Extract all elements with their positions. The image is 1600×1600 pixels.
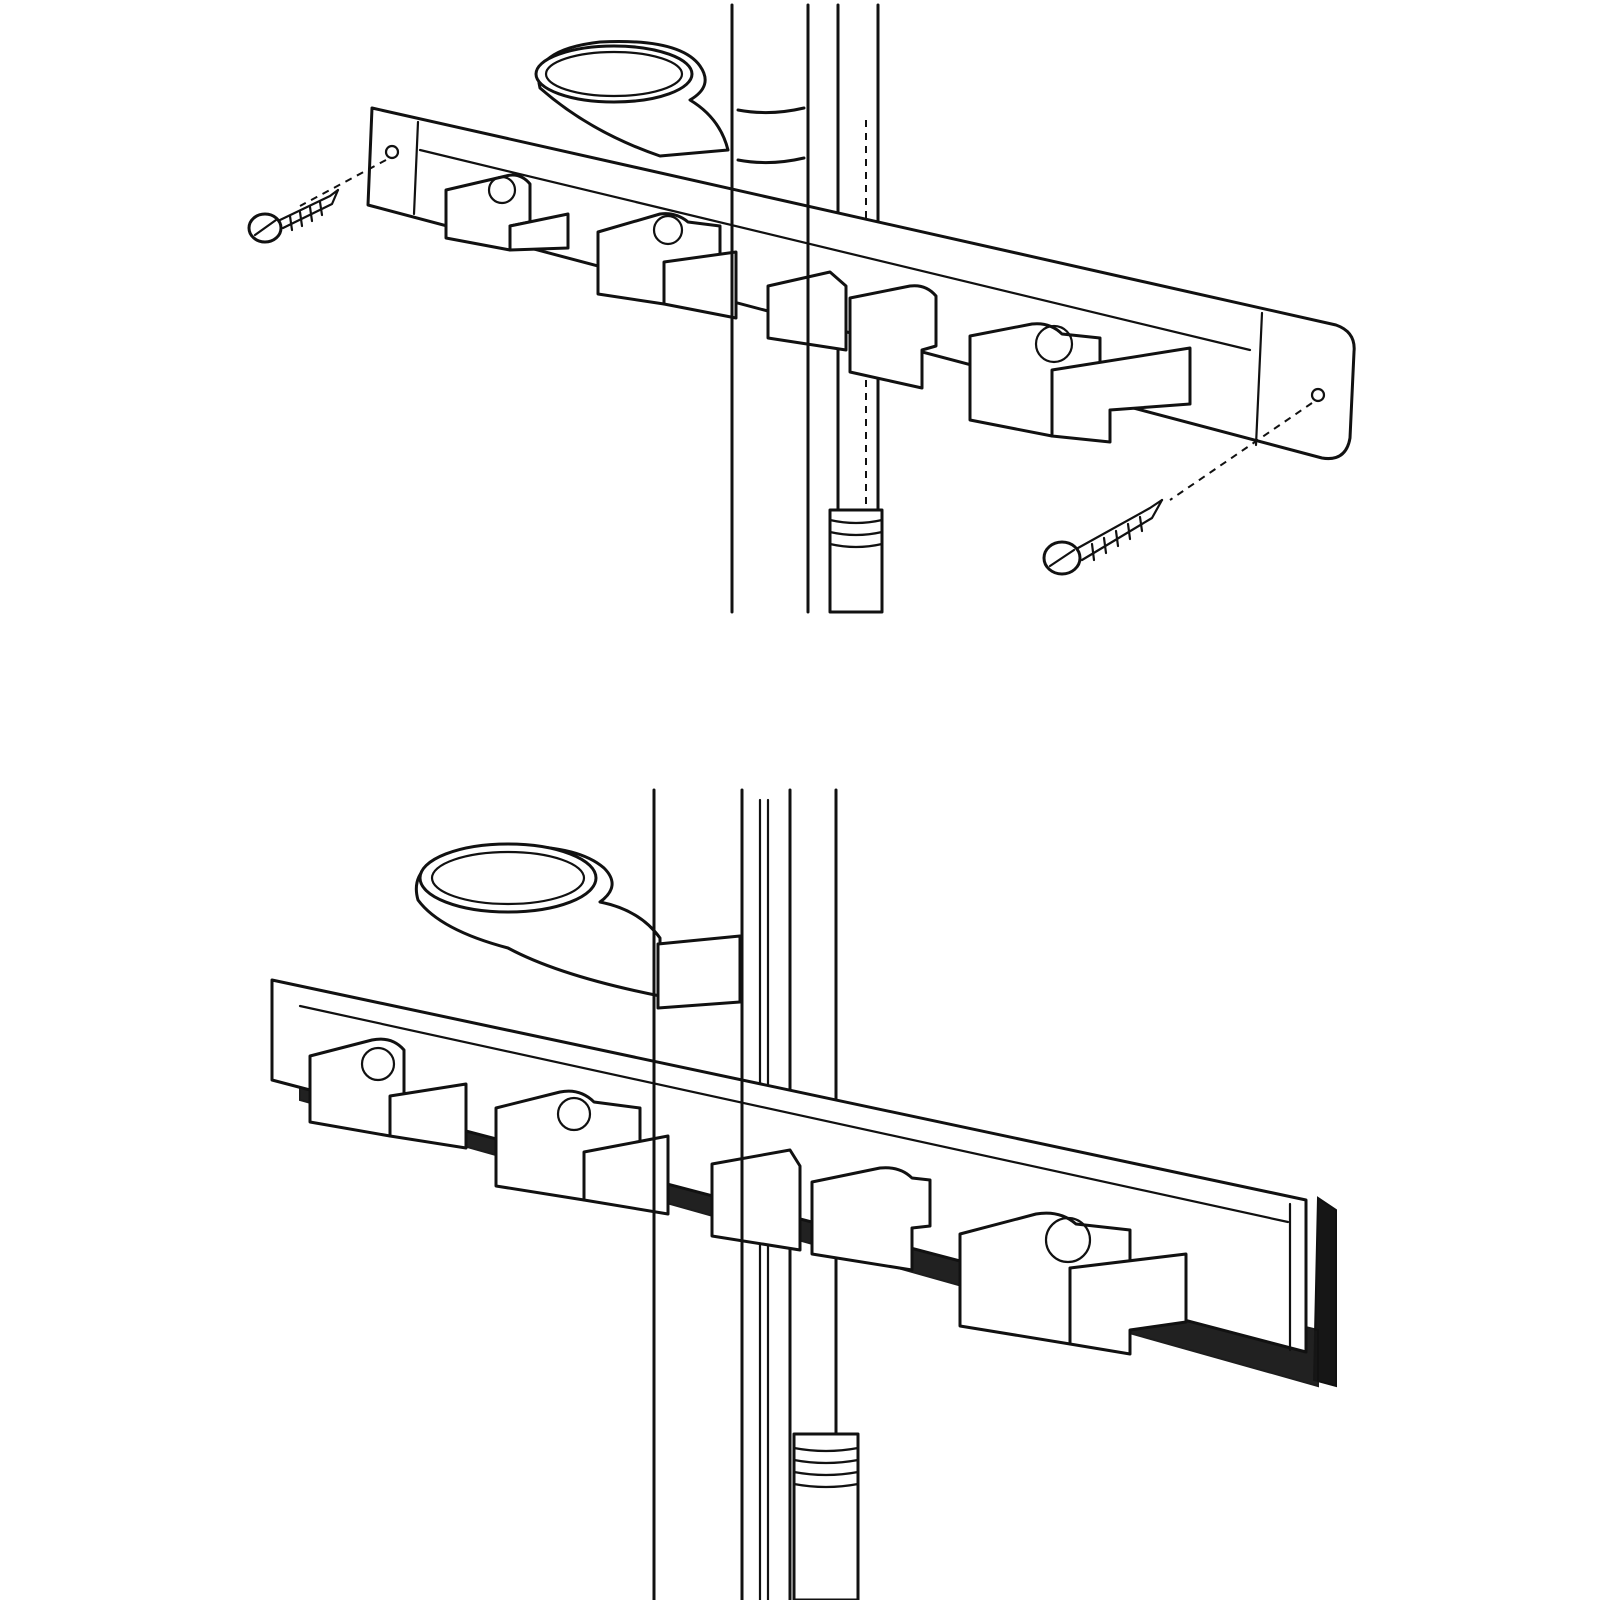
clip-icon [710,1148,1188,1356]
panel-exploded-view [247,3,1356,614]
screw-icon [1042,498,1164,576]
ring-holder-icon [414,842,662,998]
screw-icon [247,188,340,244]
clip-icon [444,173,570,252]
clip-icon [308,1037,468,1150]
ring-holder-icon [534,40,730,158]
clip-icon [494,1089,670,1216]
pole-icon [652,788,860,1600]
pole-icon [730,3,884,614]
panel-assembled-view [270,788,1337,1600]
clip-icon [766,270,1192,444]
rail-bar-bottom [270,978,1337,1388]
clip-icon [596,212,738,320]
